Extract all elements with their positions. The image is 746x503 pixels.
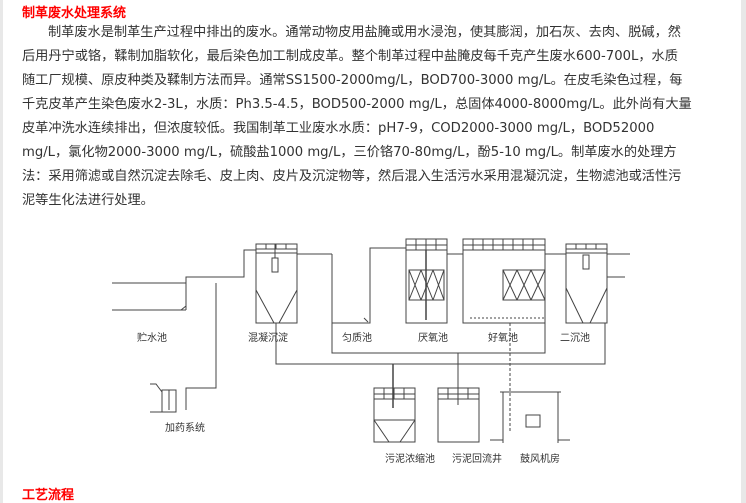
aerobic-tank <box>447 238 566 324</box>
left-border <box>0 0 3 503</box>
paragraph-line: 制革废水是制革生产过程中排出的废水。通常动物皮用盐腌或用水浸泡，使其膨润，加石灰… <box>48 25 681 40</box>
description-paragraph: 制革废水是制革生产过程中排出的废水。通常动物皮用盐腌或用水浸泡，使其膨润，加石灰… <box>22 21 737 213</box>
paragraph-line: mg/L，氯化物2000-3000 mg/L，硫酸盐1000 mg/L，三价铬7… <box>22 145 677 160</box>
anaerobic-tank <box>405 238 448 324</box>
sludge-thickener <box>373 364 416 443</box>
label-storage: 贮水池 <box>137 331 167 344</box>
sludge-return-well <box>437 353 480 443</box>
paragraph-line: 随工厂规模、原皮种类及鞣制方法而异。通常SS1500-2000mg/L，BOD7… <box>22 73 683 88</box>
equalization-tank <box>331 247 546 354</box>
right-scrollbar[interactable] <box>741 0 746 503</box>
label-equalization: 匀质池 <box>342 331 372 344</box>
paragraph-line: 法：采用筛滤或自然沉淀去除毛、皮上肉、皮片及沉淀物等，然后混入生活污水采用混凝沉… <box>22 169 682 184</box>
paragraph-line: 后用丹宁或铬，鞣制加脂软化，最后染色加工制成皮革。整个制革过程中盐腌皮每千克产生… <box>22 49 678 64</box>
label-aerobic: 好氧池 <box>488 331 518 344</box>
label-dosing: 加药系统 <box>165 421 205 434</box>
section-title-process-flow: 工艺流程 <box>22 488 75 503</box>
blower-room <box>490 323 570 443</box>
label-anaerobic: 厌氧池 <box>418 331 448 344</box>
paragraph-line: 千克皮革产生染色废水2-3L，水质：Ph3.5-4.5，BOD500-2000 … <box>22 97 692 112</box>
section-title: 制革废水处理系统 <box>22 6 127 21</box>
label-thickener: 污泥浓缩池 <box>385 452 435 465</box>
paragraph-line: 泥等生化法进行处理。 <box>22 193 154 208</box>
pipe <box>275 253 606 365</box>
label-blower: 鼓风机房 <box>520 452 560 465</box>
label-return-well: 污泥回流井 <box>452 452 502 465</box>
coagulation-tank <box>255 243 298 324</box>
secondary-clarifier <box>565 243 630 324</box>
label-coagulation: 混凝沉淀 <box>248 331 288 344</box>
storage-tank <box>112 249 256 311</box>
label-secondary: 二沉池 <box>560 331 590 344</box>
dosing-system <box>150 283 217 413</box>
paragraph-line: 皮革冲洗水连续排出，但浓度较低。我国制革工业废水水质：pH7-9，COD2000… <box>22 121 655 136</box>
